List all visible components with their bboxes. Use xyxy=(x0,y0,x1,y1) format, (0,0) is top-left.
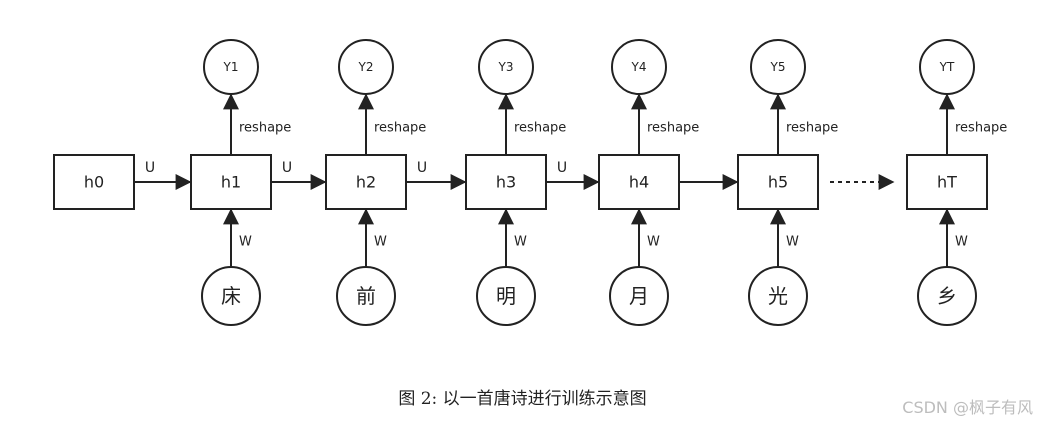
input-node xyxy=(748,266,808,326)
reshape-label: reshape xyxy=(786,121,838,136)
hidden-state-label: h3 xyxy=(496,173,516,192)
reshape-label: reshape xyxy=(514,121,566,136)
reshape-label: reshape xyxy=(955,121,1007,136)
hidden-state-box xyxy=(325,154,407,210)
hidden-state-label: h4 xyxy=(629,173,649,192)
hidden-state-box xyxy=(53,154,135,210)
reshape-label: reshape xyxy=(374,121,426,136)
output-node xyxy=(338,39,394,95)
output-label: Y4 xyxy=(631,60,647,74)
input-weight-label: W xyxy=(239,235,252,250)
hidden-state-box xyxy=(465,154,547,210)
output-label: Y5 xyxy=(770,60,786,74)
input-weight-label: W xyxy=(786,235,799,250)
input-char-label: 前 xyxy=(356,284,376,308)
hidden-state-label: h5 xyxy=(768,173,788,192)
input-node xyxy=(609,266,669,326)
figure-caption: 图 2: 以一首唐诗进行训练示意图 xyxy=(398,389,647,409)
input-char-label: 月 xyxy=(629,284,649,308)
hidden-state-label: hT xyxy=(937,173,957,192)
input-char-label: 光 xyxy=(768,284,788,308)
output-label: Y3 xyxy=(498,60,514,74)
hidden-state-label: h1 xyxy=(221,173,241,192)
input-char-label: 床 xyxy=(221,284,241,308)
output-node xyxy=(750,39,806,95)
hidden-state-box xyxy=(737,154,819,210)
input-weight-label: W xyxy=(374,235,387,250)
reshape-label: reshape xyxy=(647,121,699,136)
reshape-label: reshape xyxy=(239,121,291,136)
hidden-state-label: h2 xyxy=(356,173,376,192)
output-node xyxy=(611,39,667,95)
input-weight-label: W xyxy=(647,235,660,250)
recurrent-weight-label: U xyxy=(282,160,292,176)
output-node xyxy=(203,39,259,95)
input-node xyxy=(917,266,977,326)
input-char-label: 乡 xyxy=(937,284,957,308)
recurrent-weight-label: U xyxy=(145,160,155,176)
recurrent-weight-label: U xyxy=(417,160,427,176)
output-label: Y2 xyxy=(358,60,374,74)
hidden-state-box xyxy=(190,154,272,210)
recurrent-weight-label: U xyxy=(557,160,567,176)
output-label: Y1 xyxy=(223,60,239,74)
output-node xyxy=(919,39,975,95)
input-char-label: 明 xyxy=(496,284,516,308)
input-weight-label: W xyxy=(955,235,968,250)
input-weight-label: W xyxy=(514,235,527,250)
watermark: CSDN @枫子有风 xyxy=(902,398,1033,417)
output-label: YT xyxy=(939,60,955,74)
input-node xyxy=(336,266,396,326)
input-node xyxy=(476,266,536,326)
hidden-state-box xyxy=(598,154,680,210)
hidden-state-box xyxy=(906,154,988,210)
output-node xyxy=(478,39,534,95)
input-node xyxy=(201,266,261,326)
hidden-state-label: h0 xyxy=(84,173,104,192)
